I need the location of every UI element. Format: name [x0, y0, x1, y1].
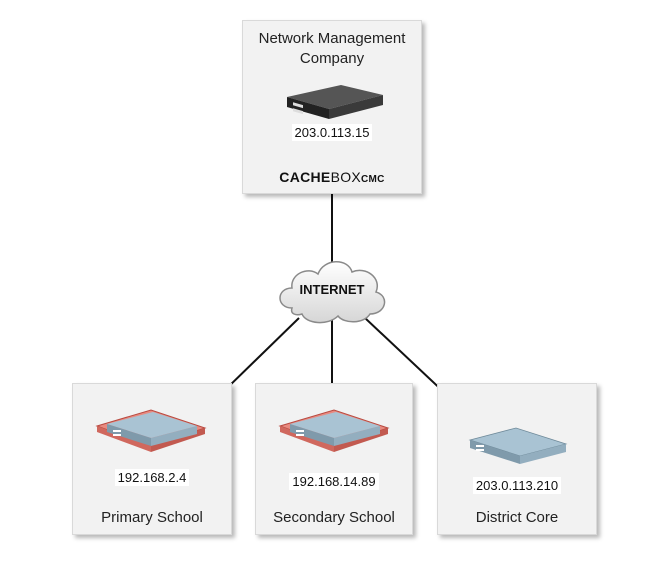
- site-ip-secondary-school: 192.168.14.89: [256, 473, 412, 490]
- site-box-primary-school: 192.168.2.4 Primary School: [72, 383, 232, 535]
- appliance-light-icon: [468, 427, 568, 464]
- appliance-dark-icon: [287, 85, 383, 119]
- site-box-district-core: 203.0.113.210 District Core: [437, 383, 597, 535]
- cachebox-cmc-logo: CACHEBOXCMC: [279, 169, 385, 185]
- internet-label: INTERNET: [299, 282, 365, 297]
- cloud-icon: [279, 261, 386, 324]
- site-box-secondary-school: 192.168.14.89 Secondary School: [255, 383, 413, 535]
- site-name-primary-school: Primary School: [101, 509, 203, 526]
- site-ip-primary-school: 192.168.2.4: [73, 469, 231, 486]
- management-company-ip: 203.0.113.15: [243, 124, 421, 141]
- management-company-title: Network Management Company: [258, 30, 406, 67]
- appliance-light-icon: [278, 409, 390, 452]
- site-ip-district-core: 203.0.113.210: [438, 477, 596, 494]
- management-company-box: Network Management Company 203.0.113.15 …: [242, 20, 422, 194]
- site-name-secondary-school: Secondary School: [273, 509, 395, 526]
- site-name-district-core: District Core: [475, 509, 559, 526]
- appliance-light-icon: [95, 409, 207, 452]
